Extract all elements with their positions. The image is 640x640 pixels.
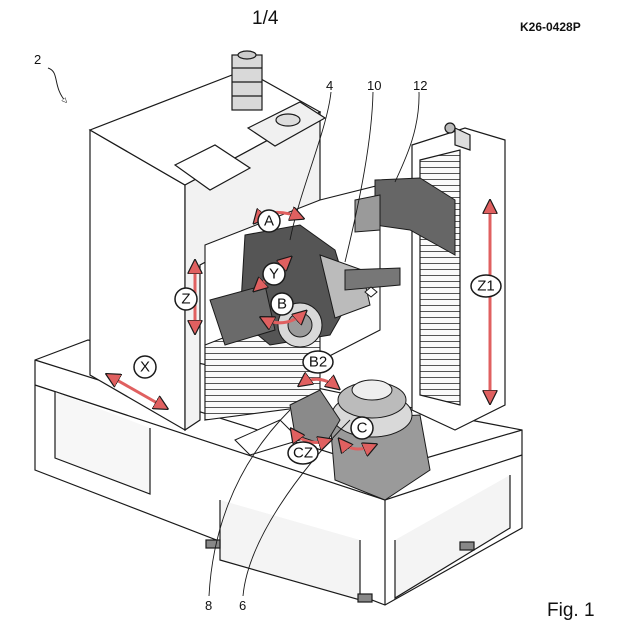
svg-text:CZ: CZ <box>293 445 313 462</box>
axis-label-C: C <box>351 417 373 439</box>
svg-text:B: B <box>277 296 287 313</box>
svg-text:B2: B2 <box>309 354 327 371</box>
axis-label-B: B <box>271 293 293 315</box>
svg-text:X: X <box>140 359 150 376</box>
svg-text:A: A <box>264 213 274 230</box>
svg-text:Y: Y <box>269 266 279 283</box>
axis-label-Z: Z <box>175 288 197 310</box>
svg-text:C: C <box>357 420 368 437</box>
leader-machine <box>48 68 66 102</box>
svg-text:Z1: Z1 <box>477 278 495 295</box>
axis-label-CZ: CZ <box>288 442 318 464</box>
axis-label-Y: Y <box>263 263 285 285</box>
axis-label-B2: B2 <box>303 351 333 373</box>
svg-text:Z: Z <box>181 291 190 308</box>
axis-label-A: A <box>258 210 280 232</box>
axis-label-Z1: Z1 <box>471 275 501 297</box>
axis-label-X: X <box>134 356 156 378</box>
